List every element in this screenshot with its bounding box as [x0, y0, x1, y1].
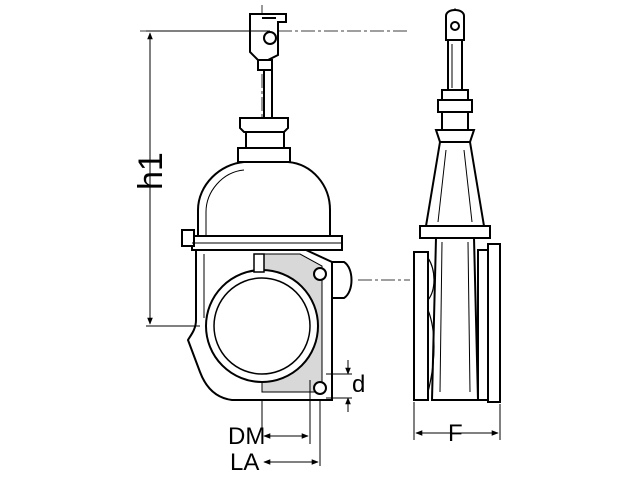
side-view: [358, 8, 501, 403]
f-label: F: [448, 420, 463, 447]
side-body: [430, 237, 480, 401]
stem: [263, 70, 273, 118]
side-boss: [331, 261, 353, 299]
mounting-holes: [313, 267, 327, 395]
side-nut-stack: [434, 89, 476, 143]
dm-label: DM: [228, 423, 265, 450]
port-bore: [205, 269, 319, 383]
h1-label: h1: [132, 152, 170, 190]
side-bonnet: [424, 141, 486, 227]
stem-clevis: [249, 13, 287, 71]
side-eye: [445, 9, 465, 91]
side-flanges: [413, 243, 501, 403]
gland-nut: [237, 117, 291, 163]
front-view: [140, 5, 410, 405]
dimensions: [146, 30, 501, 466]
bonnet-flange: [181, 229, 343, 251]
d-label: d: [352, 371, 365, 398]
side-collar: [419, 225, 491, 239]
la-label: LA: [230, 449, 259, 476]
bonnet: [197, 161, 331, 236]
